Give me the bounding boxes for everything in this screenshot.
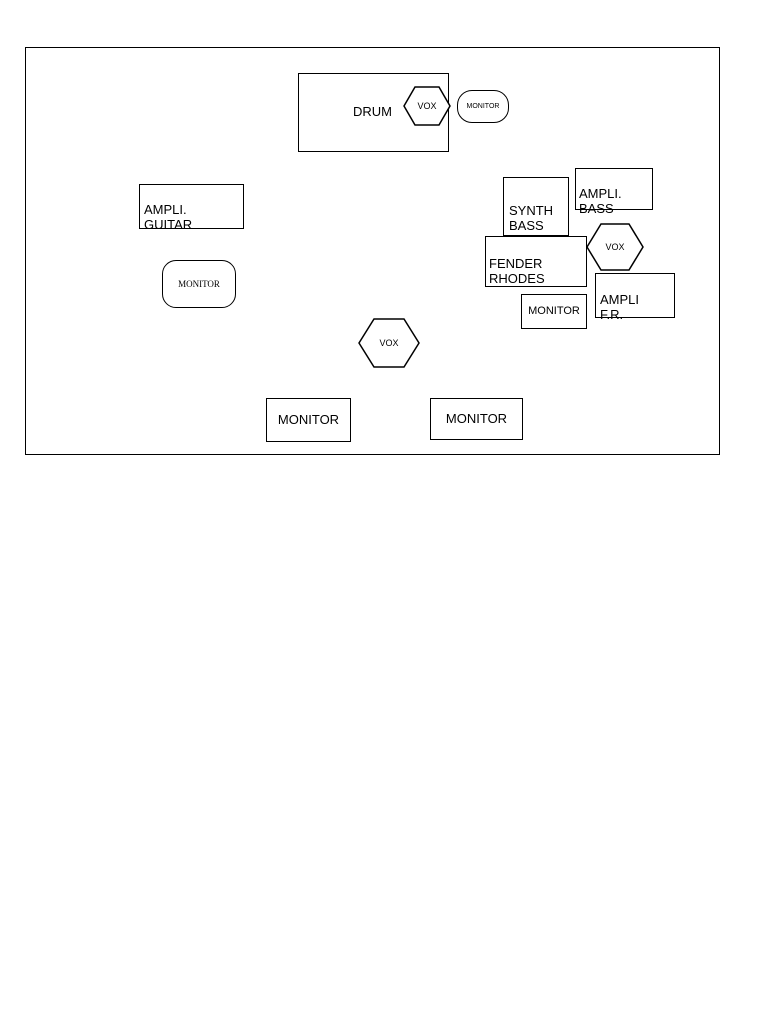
ampli-bass-label: AMPLI. BASS (579, 186, 622, 216)
vox-label: VOX (417, 101, 437, 111)
monitor-drum: MONITOR (457, 90, 509, 123)
drum-label: DRUM (353, 104, 392, 119)
ampli-bass-box: AMPLI. BASS (575, 168, 653, 215)
ampli-fr-box: AMPLI F.R. (595, 273, 675, 322)
monitor-right: MONITOR (521, 294, 587, 329)
monitor-bottom-left: MONITOR (266, 398, 351, 442)
monitor-label: MONITOR (466, 103, 500, 110)
stage-outline (25, 47, 720, 455)
fender-rhodes-box: FENDER RHODES (485, 236, 587, 287)
vox-label: VOX (605, 242, 625, 252)
monitor-label: MONITOR (277, 411, 340, 427)
ampli-fr-label: AMPLI F.R. (600, 292, 640, 322)
monitor-bottom-right: MONITOR (430, 398, 523, 440)
hexagon-icon (586, 223, 644, 271)
hexagon-icon (358, 318, 420, 368)
fender-rhodes-label: FENDER RHODES (489, 256, 545, 286)
ampli-guitar-box: AMPLI. GUITAR (139, 184, 244, 232)
synth-bass-box: SYNTH BASS (503, 177, 569, 236)
vox-hexagon-center: VOX (358, 318, 420, 368)
monitor-label: MONITOR (178, 279, 220, 289)
monitor-label: MONITOR (528, 305, 580, 318)
vox-hexagon-drum: VOX (403, 86, 451, 126)
hexagon-icon (403, 86, 451, 126)
vox-hexagon-right: VOX (586, 223, 644, 271)
ampli-guitar-label: AMPLI. GUITAR (144, 202, 193, 232)
monitor-label: MONITOR (445, 410, 508, 426)
monitor-left: MONITOR (162, 260, 236, 308)
vox-label: VOX (379, 338, 399, 348)
synth-bass-label: SYNTH BASS (509, 203, 554, 233)
